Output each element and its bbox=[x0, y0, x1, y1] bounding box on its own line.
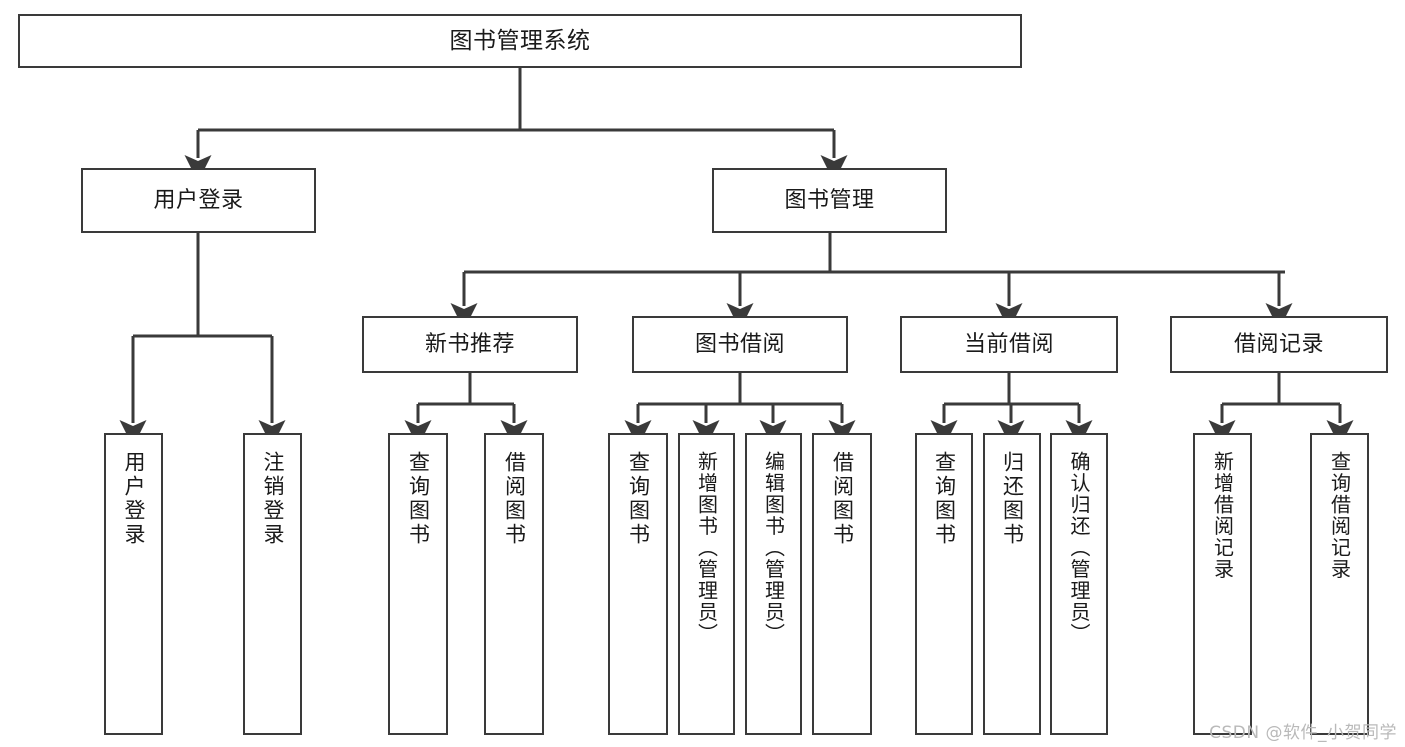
node-book-management[interactable]: 图书管理 bbox=[712, 168, 947, 233]
node-label: 当前借阅 bbox=[963, 331, 1054, 357]
node-leaf-query-book-2[interactable]: 查询图书 bbox=[608, 433, 668, 735]
node-label: 新增图书（管理员） bbox=[694, 451, 719, 645]
node-label: 借阅记录 bbox=[1233, 331, 1324, 357]
node-label: 归还图书 bbox=[1000, 451, 1025, 547]
csdn-watermark: CSDN @软件_小贺同学 bbox=[1209, 723, 1397, 743]
node-leaf-borrow-book-1[interactable]: 借阅图书 bbox=[484, 433, 544, 735]
node-leaf-query-book-3[interactable]: 查询图书 bbox=[915, 433, 973, 735]
node-label: 用户登录 bbox=[153, 187, 244, 213]
node-leaf-edit-book-admin[interactable]: 编辑图书（管理员） bbox=[745, 433, 802, 735]
node-label: 新增借阅记录 bbox=[1210, 451, 1235, 580]
node-leaf-confirm-return-admin[interactable]: 确认归还（管理员） bbox=[1050, 433, 1108, 735]
node-borrowing-records[interactable]: 借阅记录 bbox=[1170, 316, 1388, 373]
node-label: 查询图书 bbox=[932, 451, 957, 547]
node-label: 借阅图书 bbox=[830, 451, 855, 547]
node-label: 确认归还（管理员） bbox=[1067, 451, 1091, 645]
node-root-book-management-system[interactable]: 图书管理系统 bbox=[18, 14, 1022, 68]
node-label: 图书管理 bbox=[784, 187, 875, 213]
node-leaf-add-borrow-record[interactable]: 新增借阅记录 bbox=[1193, 433, 1252, 735]
node-current-borrowing[interactable]: 当前借阅 bbox=[900, 316, 1118, 373]
node-label: 新书推荐 bbox=[424, 331, 515, 357]
node-label: 查询图书 bbox=[626, 451, 651, 547]
node-label: 图书借阅 bbox=[694, 331, 785, 357]
node-user-login[interactable]: 用户登录 bbox=[81, 168, 316, 233]
node-leaf-logout[interactable]: 注销登录 bbox=[243, 433, 302, 735]
node-label: 注销登录 bbox=[261, 451, 285, 547]
node-label: 用户登录 bbox=[122, 451, 146, 547]
node-label: 查询图书 bbox=[406, 451, 431, 547]
node-leaf-return-book[interactable]: 归还图书 bbox=[983, 433, 1041, 735]
node-label: 借阅图书 bbox=[502, 451, 527, 547]
node-leaf-query-borrow-record[interactable]: 查询借阅记录 bbox=[1310, 433, 1369, 735]
node-book-borrowing[interactable]: 图书借阅 bbox=[632, 316, 848, 373]
node-label: 图书管理系统 bbox=[449, 27, 591, 54]
node-leaf-user-login[interactable]: 用户登录 bbox=[104, 433, 163, 735]
node-leaf-query-book-1[interactable]: 查询图书 bbox=[388, 433, 448, 735]
node-new-book-recommendation[interactable]: 新书推荐 bbox=[362, 316, 578, 373]
node-leaf-add-book-admin[interactable]: 新增图书（管理员） bbox=[678, 433, 735, 735]
node-label: 查询借阅记录 bbox=[1327, 451, 1352, 580]
node-label: 编辑图书（管理员） bbox=[761, 451, 786, 645]
node-leaf-borrow-book-2[interactable]: 借阅图书 bbox=[812, 433, 872, 735]
